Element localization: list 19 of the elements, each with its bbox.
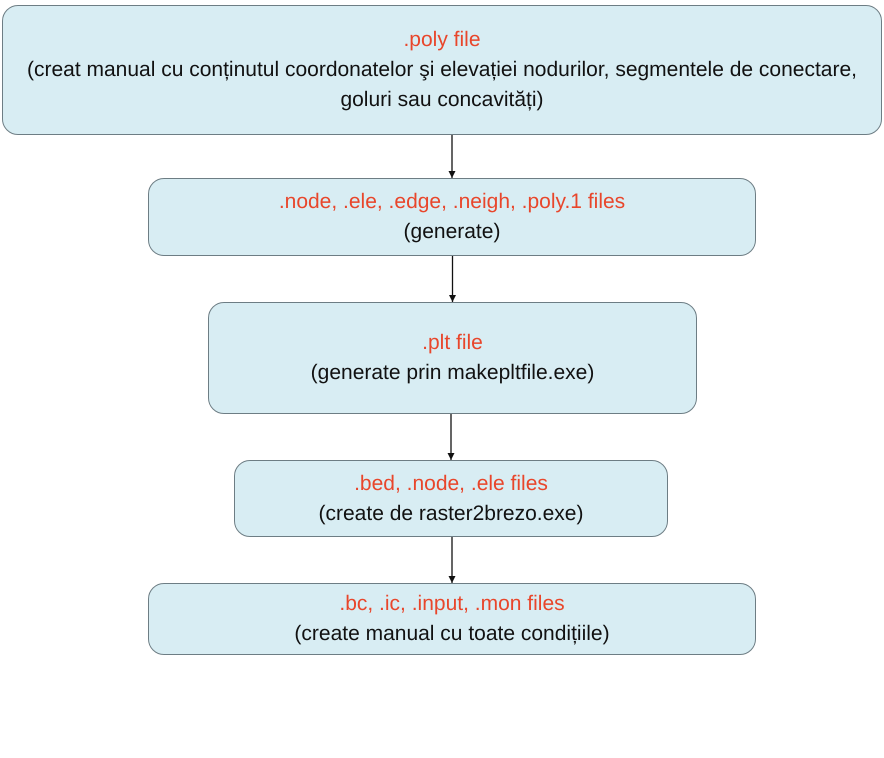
process-box [208,302,697,414]
arrow [449,256,456,302]
process-box [2,5,882,135]
file-name-heading: .bc, .ic, .input, .mon files [339,591,565,617]
description-text: (creat manual cu conținutul coordonatelor şi elevației nodurilor, segmentele de conectare, goluri sau concavități) [26,57,858,113]
description-text: (generate prin makepltfile.exe) [310,360,594,386]
file-name-heading: .plt file [422,330,483,356]
process-box [148,178,756,256]
file-name-heading: .node, .ele, .edge, .neigh, .poly.1 files [278,189,626,215]
description-text: (generate) [404,219,500,245]
arrow [448,135,456,178]
description-text: (create de raster2brezo.exe) [318,500,584,526]
file-name-heading: .bed, .node, .ele files [354,470,548,496]
process-box [148,583,756,655]
description-text: (create manual cu toate condițiile) [294,621,610,647]
process-box [234,460,668,537]
file-name-heading: .poly file [403,27,481,53]
arrow [448,414,454,460]
arrow [448,537,456,583]
